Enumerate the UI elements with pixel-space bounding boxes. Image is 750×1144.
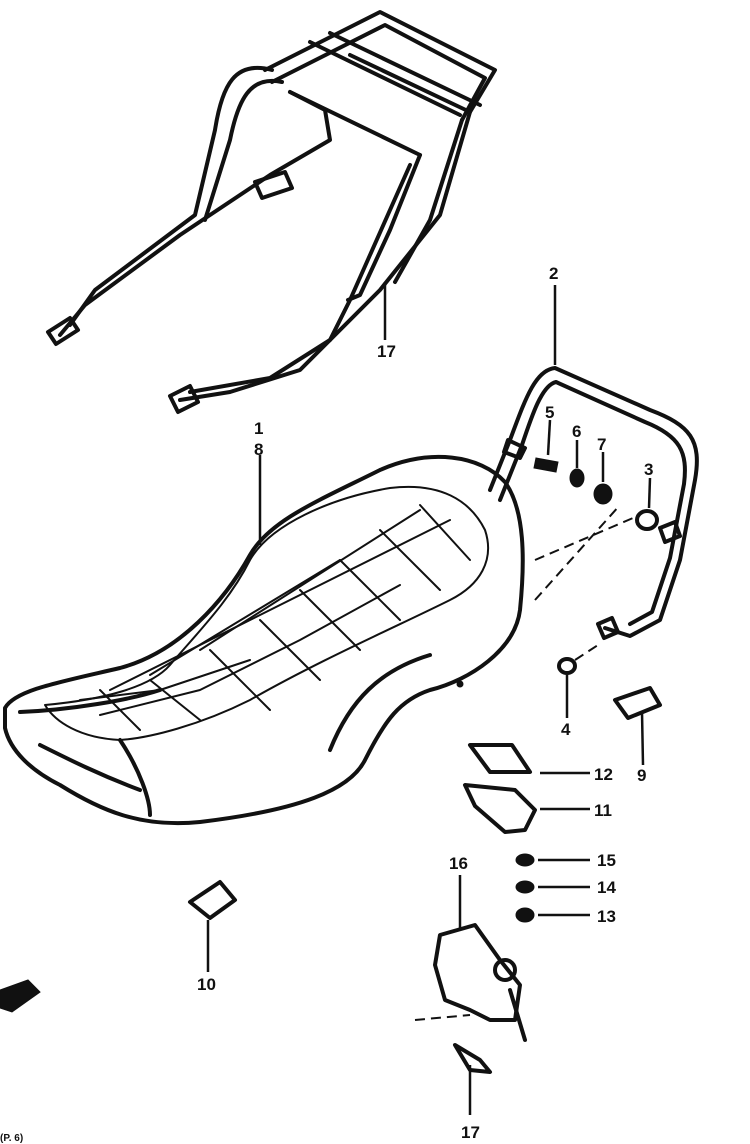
seat — [3, 454, 525, 826]
callout-10: 10 — [197, 975, 216, 994]
washer-15-icon — [515, 853, 535, 867]
cushion-3-icon — [635, 509, 659, 531]
luggage-rack — [46, 10, 497, 414]
front-arrow-icon — [0, 979, 41, 1013]
callout-3: 3 — [644, 460, 653, 479]
grab-rail — [488, 366, 699, 640]
callout-17-bolt: 17 — [461, 1123, 480, 1142]
callout-16: 16 — [449, 854, 468, 873]
lock-parts — [188, 686, 662, 1074]
callout-2: 2 — [549, 264, 558, 283]
callout-5: 5 — [545, 403, 554, 422]
callout-1: 1 — [254, 419, 263, 438]
callout-15: 15 — [597, 851, 616, 870]
callout-12: 12 — [594, 765, 613, 784]
washer-14-icon — [515, 880, 535, 894]
nut-13-icon — [515, 907, 535, 923]
washer-7-icon — [593, 483, 613, 505]
callout-13: 13 — [597, 907, 616, 926]
callout-7: 7 — [597, 435, 606, 454]
plate-12-icon — [468, 743, 532, 774]
leader-lines — [206, 282, 652, 1115]
seat-lock-16-icon — [433, 923, 522, 1022]
nut-4-icon — [557, 657, 577, 675]
stopper-10-icon — [188, 880, 237, 920]
bolt-5-icon — [533, 457, 559, 473]
fasteners — [533, 457, 659, 675]
callout-17-rack: 17 — [377, 342, 396, 361]
callout-labels: 17 2 1 8 5 6 7 3 4 9 12 11 15 14 13 16 1… — [0, 264, 653, 1144]
callout-4: 4 — [561, 720, 571, 739]
spacer-6-icon — [569, 468, 585, 488]
callout-8: 8 — [254, 440, 263, 459]
bracket-11-icon — [463, 783, 537, 834]
callout-14: 14 — [597, 878, 616, 897]
callout-6: 6 — [572, 422, 581, 441]
stopper-9-icon — [613, 686, 662, 720]
callout-9: 9 — [637, 766, 646, 785]
page-footer-text: (P. 6) — [0, 1133, 23, 1144]
bolt-17-icon — [453, 1043, 492, 1074]
callout-11: 11 — [594, 801, 612, 820]
